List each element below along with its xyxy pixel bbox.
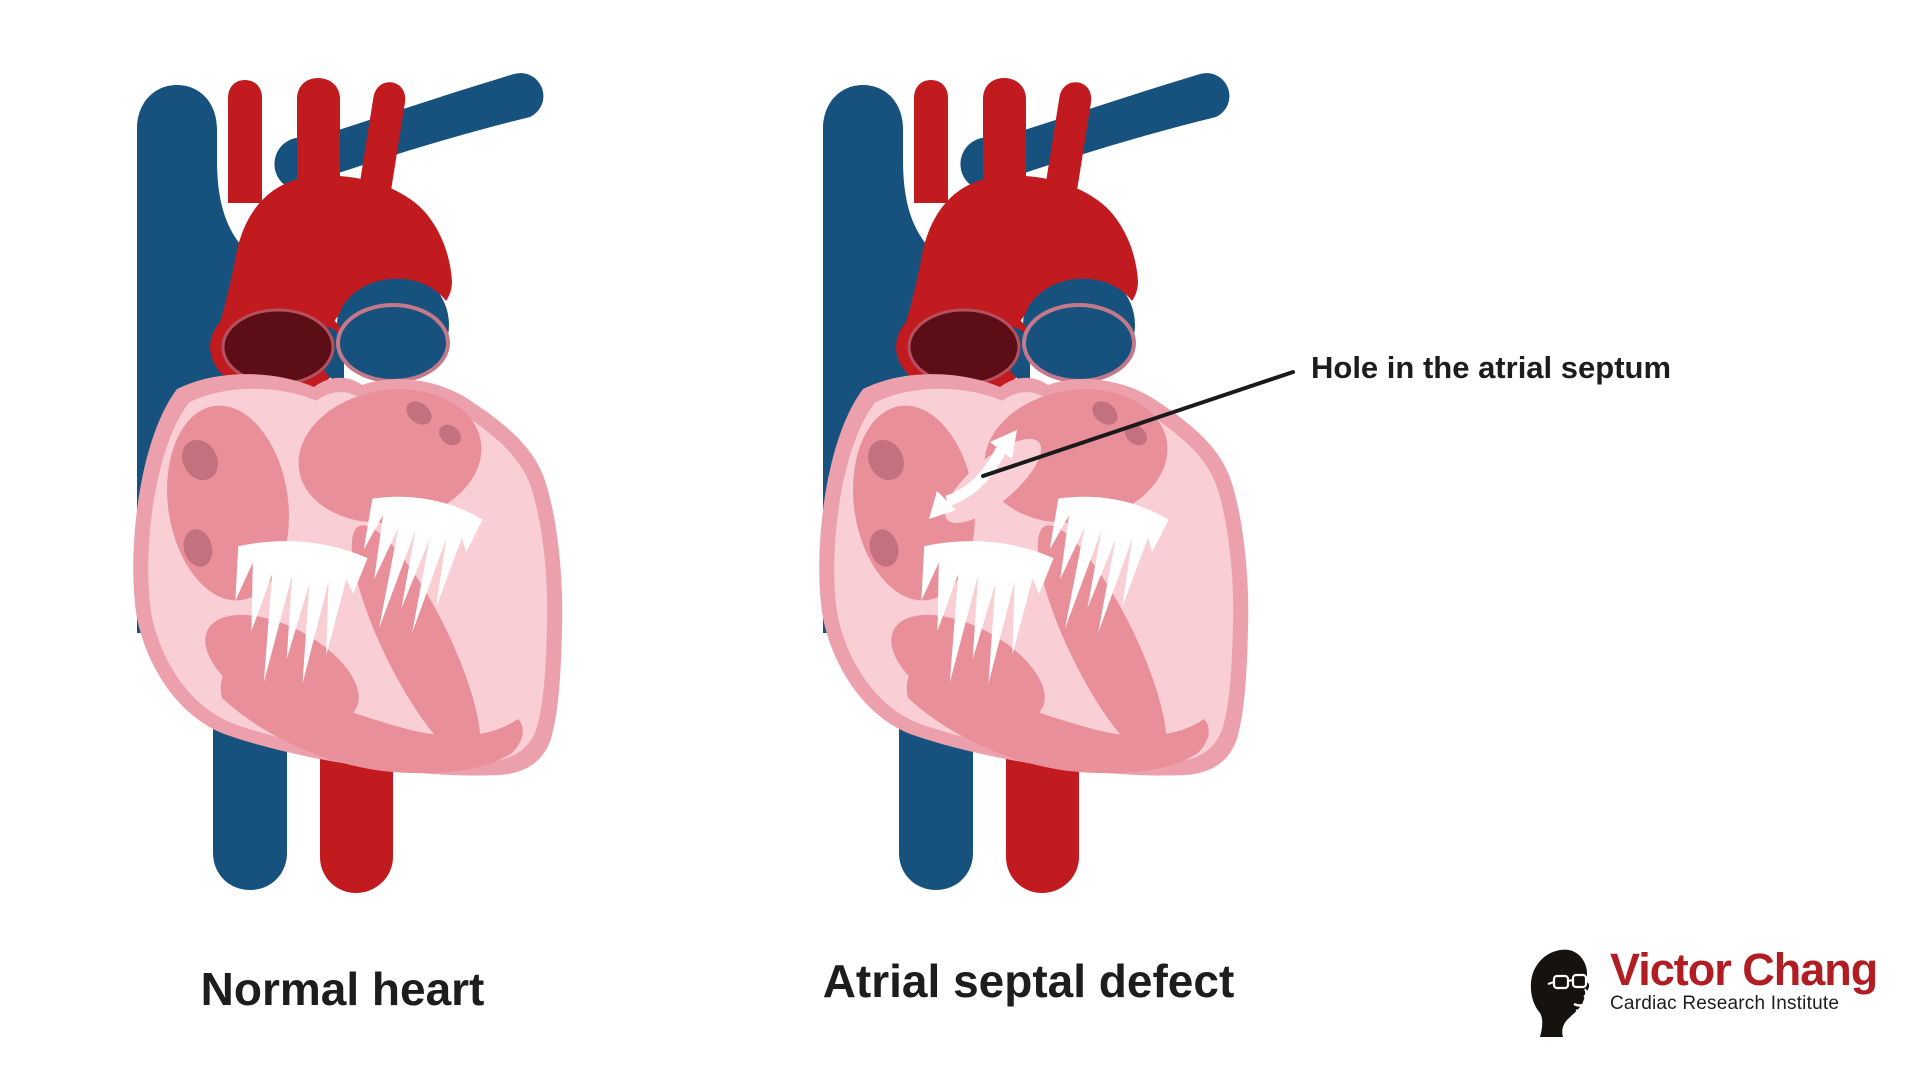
normal-heart-label: Normal heart [200, 963, 485, 1015]
asd-heart-illustration [808, 73, 1249, 900]
annotation-hole-label: Hole in the atrial septum [1311, 350, 1672, 385]
asd-label: Atrial septal defect [822, 955, 1235, 1007]
victor-chang-portrait-icon [1530, 949, 1590, 1037]
logo-text-block: Victor Chang Cardiac Research Institute [1610, 944, 1878, 1015]
logo-title: Victor Chang [1610, 944, 1878, 995]
logo-subtitle: Cardiac Research Institute [1610, 993, 1840, 1014]
victor-chang-logo: Victor Chang Cardiac Research Institute [1527, 945, 1887, 1045]
normal-heart-illustration [122, 73, 563, 900]
